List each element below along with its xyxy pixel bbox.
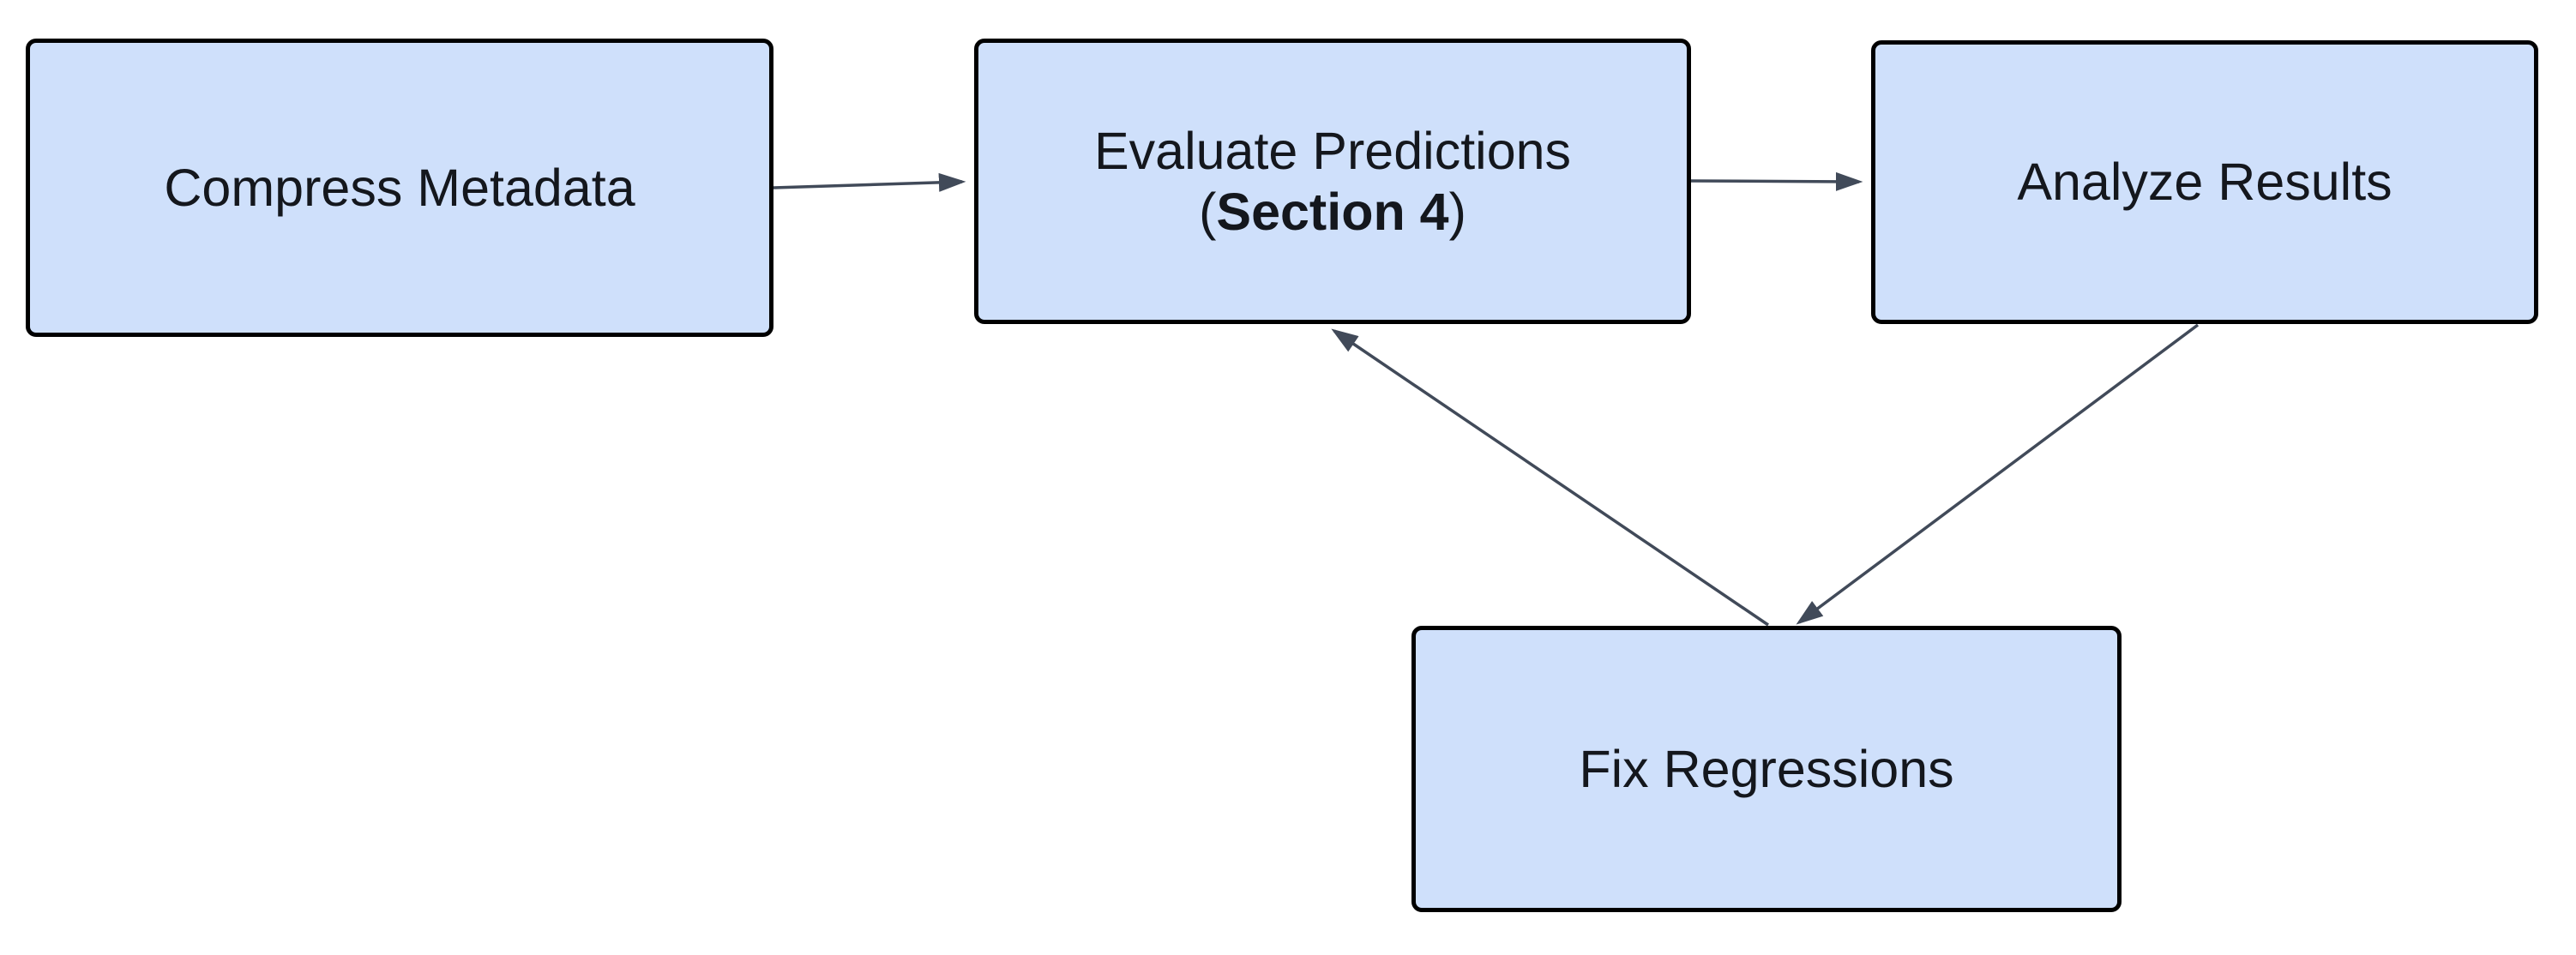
node-sublabel: (Section 4) [1199, 182, 1466, 242]
node-compress-metadata: Compress Metadata [26, 39, 773, 337]
edge-fix-to-evaluate [1331, 328, 1769, 627]
sublabel-bold-text: Section 4 [1216, 182, 1449, 241]
node-fix-regressions: Fix Regressions [1411, 626, 2122, 912]
node-label: Analyze Results [2017, 153, 2392, 212]
edge-compress-to-evaluate [773, 172, 966, 192]
node-label: Fix Regressions [1579, 739, 1954, 798]
node-evaluate-predictions: Evaluate Predictions (Section 4) [974, 39, 1691, 324]
edge-analyze-to-fix [1796, 323, 2200, 625]
node-label: Compress Metadata [164, 158, 635, 217]
node-analyze-results: Analyze Results [1871, 40, 2538, 324]
node-label: Evaluate Predictions [1093, 122, 1572, 181]
sublabel-paren-close: ) [1448, 182, 1466, 241]
edge-evaluate-to-analyze [1690, 171, 1863, 191]
sublabel-paren-open: ( [1199, 182, 1217, 241]
